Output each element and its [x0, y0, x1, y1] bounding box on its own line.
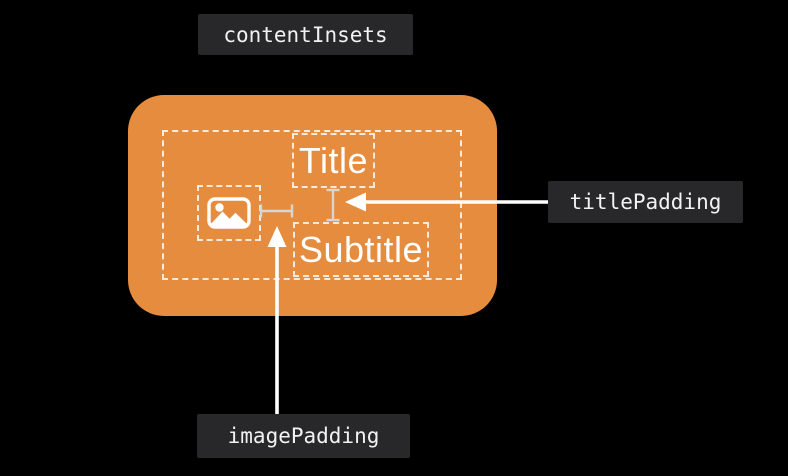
- card-subtitle-text: Subtitle: [298, 228, 424, 270]
- content-inset-region: [162, 130, 462, 280]
- subtitle-region: Subtitle: [293, 222, 429, 277]
- title-padding-label-text: titlePadding: [569, 190, 722, 214]
- image-region: [197, 185, 261, 241]
- title-region: Title: [292, 133, 375, 188]
- title-padding-label: titlePadding: [548, 181, 743, 223]
- content-insets-label: contentInsets: [198, 14, 413, 55]
- image-padding-label: imagePadding: [197, 414, 410, 458]
- image-padding-label-text: imagePadding: [227, 424, 380, 448]
- photo-icon: [207, 197, 251, 229]
- card-title-text: Title: [298, 139, 369, 181]
- content-insets-label-text: contentInsets: [223, 22, 388, 47]
